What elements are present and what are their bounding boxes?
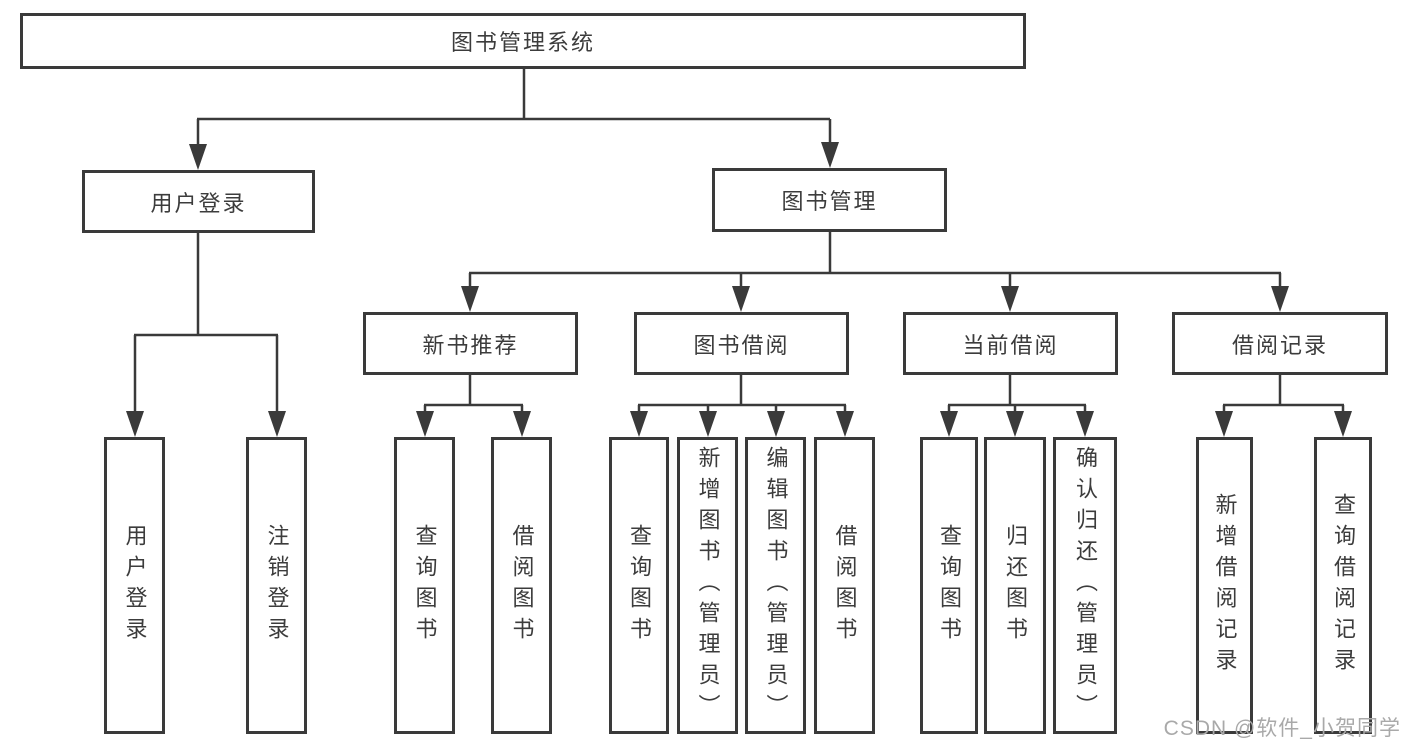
arrowheads xyxy=(126,142,1352,437)
node-new-book-recommend: 新书推荐 xyxy=(363,312,578,375)
node-library-system: 图书管理系统 xyxy=(20,13,1026,69)
node-current-borrowing: 当前借阅 xyxy=(903,312,1118,375)
leaf-user-login: 用户登录 xyxy=(104,437,165,734)
node-borrow-records: 借阅记录 xyxy=(1172,312,1388,375)
watermark: CSDN @软件_小贺同学 xyxy=(1163,717,1401,740)
leaf-add-books-admin: 新增图书（管理员） xyxy=(677,437,738,734)
leaf-return-books: 归还图书 xyxy=(984,437,1046,734)
node-book-borrowing: 图书借阅 xyxy=(634,312,849,375)
node-book-management: 图书管理 xyxy=(712,168,947,232)
leaf-edit-books-admin: 编辑图书（管理员） xyxy=(745,437,806,734)
leaf-query-books-recommend: 查询图书 xyxy=(394,437,455,734)
leaf-query-borrow-record: 查询借阅记录 xyxy=(1314,437,1372,734)
leaf-add-borrow-record: 新增借阅记录 xyxy=(1196,437,1253,734)
leaf-query-books-borrowing: 查询图书 xyxy=(609,437,669,734)
leaf-borrow-books: 借阅图书 xyxy=(814,437,875,734)
leaf-logout-login: 注销登录 xyxy=(246,437,307,734)
leaf-confirm-return-admin: 确认归还（管理员） xyxy=(1053,437,1117,734)
leaf-borrow-books-recommend: 借阅图书 xyxy=(491,437,552,734)
leaf-query-books-current: 查询图书 xyxy=(920,437,978,734)
node-user-login: 用户登录 xyxy=(82,170,315,233)
